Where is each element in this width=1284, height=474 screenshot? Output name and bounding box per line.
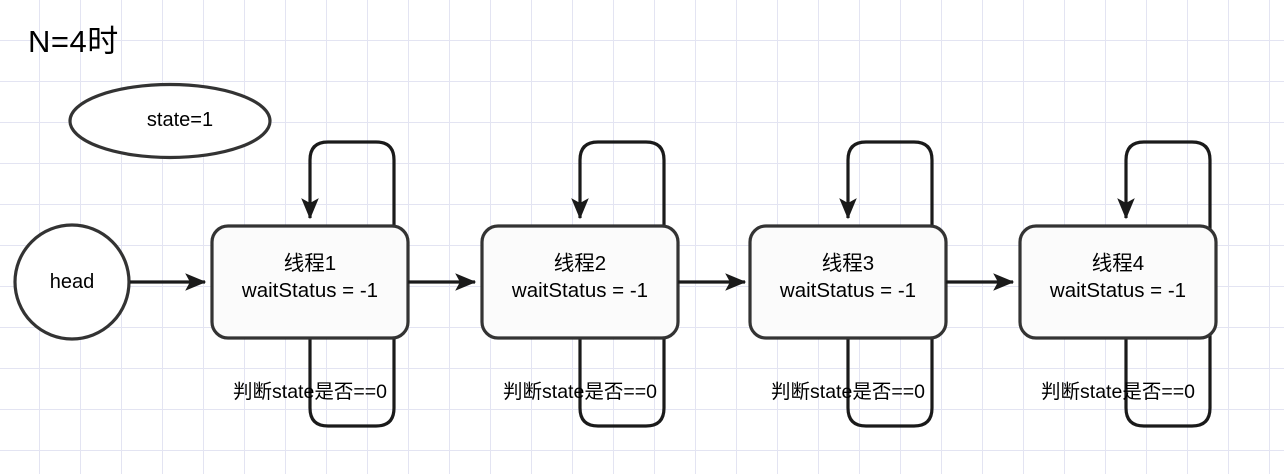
loop-top-thread2	[571, 140, 666, 282]
head-circle	[13, 223, 131, 341]
thread-box-3	[748, 224, 948, 340]
loop-top-thread1	[301, 140, 396, 282]
state-ellipse	[68, 82, 272, 160]
loop-top-thread3	[839, 140, 934, 282]
thread-box-4	[1018, 224, 1218, 340]
thread-box-2	[480, 224, 680, 340]
loop-bottom-thread2	[578, 282, 666, 428]
loop-bottom-thread4	[1124, 282, 1212, 428]
loop-bottom-thread1	[308, 282, 396, 428]
loop-bottom-thread3	[846, 282, 934, 428]
loop-top-thread4	[1117, 140, 1212, 282]
thread-box-1	[210, 224, 410, 340]
